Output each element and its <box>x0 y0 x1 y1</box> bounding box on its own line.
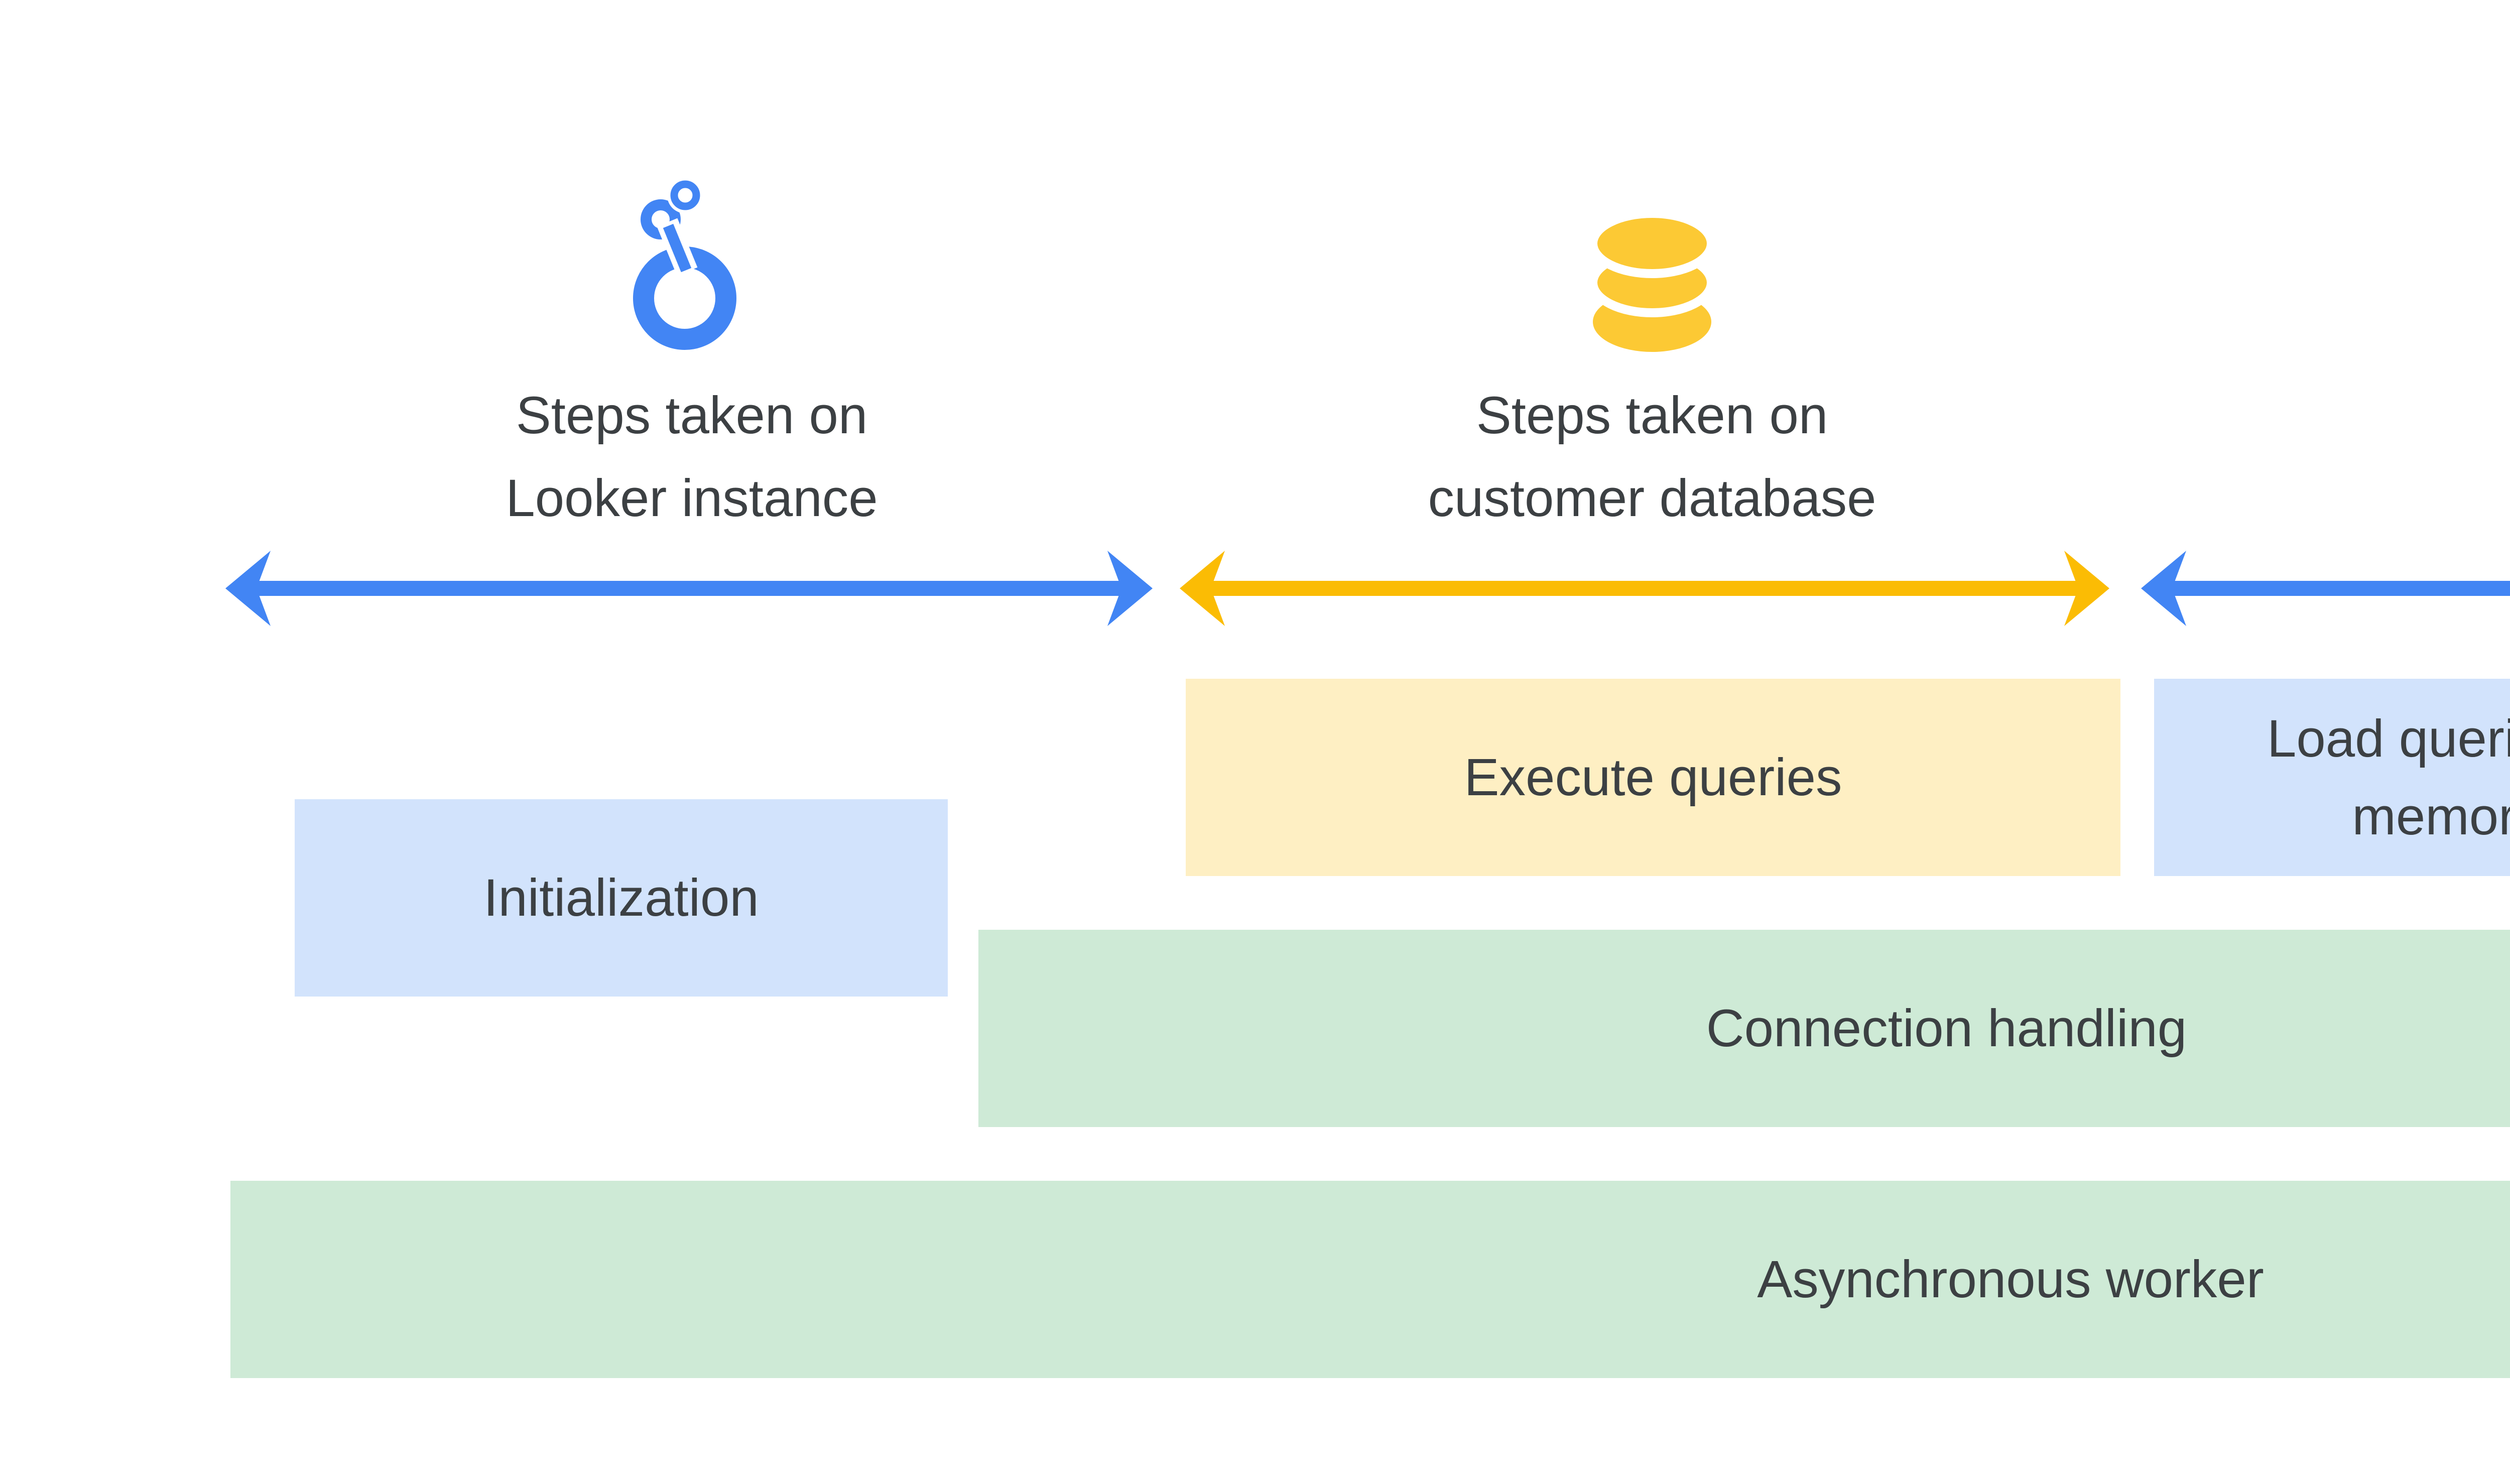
initialization-box: Initialization <box>295 799 948 997</box>
header-line: Looker instance <box>506 469 878 528</box>
double-arrow-yellow <box>1180 548 2109 629</box>
box-label: Execute queries <box>1464 748 1842 807</box>
asynchronous-worker-box: Asynchronous worker <box>230 1181 2510 1378</box>
double-arrow-blue-right <box>2141 548 2510 629</box>
box-label: Load queries in <box>2267 709 2510 768</box>
execute-queries-box: Execute queries <box>1186 679 2120 876</box>
header-looker-instance-left: Steps taken on Looker instance <box>290 374 1093 540</box>
box-label: memory <box>2352 787 2510 846</box>
box-label: Initialization <box>483 869 759 927</box>
database-icon <box>1587 208 1717 354</box>
header-line: Steps taken on <box>1476 386 1828 445</box>
header-customer-database: Steps taken on customer database <box>1250 374 2054 540</box>
double-arrow-blue-left <box>225 548 1153 629</box>
header-line: customer database <box>1428 469 1876 528</box>
header-line: Steps taken on <box>516 386 868 445</box>
box-label: Connection handling <box>1706 999 2187 1058</box>
looker-icon <box>625 177 745 354</box>
load-queries-in-memory-box: Load queries in memory <box>2154 679 2510 876</box>
connection-handling-box: Connection handling <box>978 930 2510 1127</box>
box-label: Asynchronous worker <box>1757 1250 2264 1309</box>
